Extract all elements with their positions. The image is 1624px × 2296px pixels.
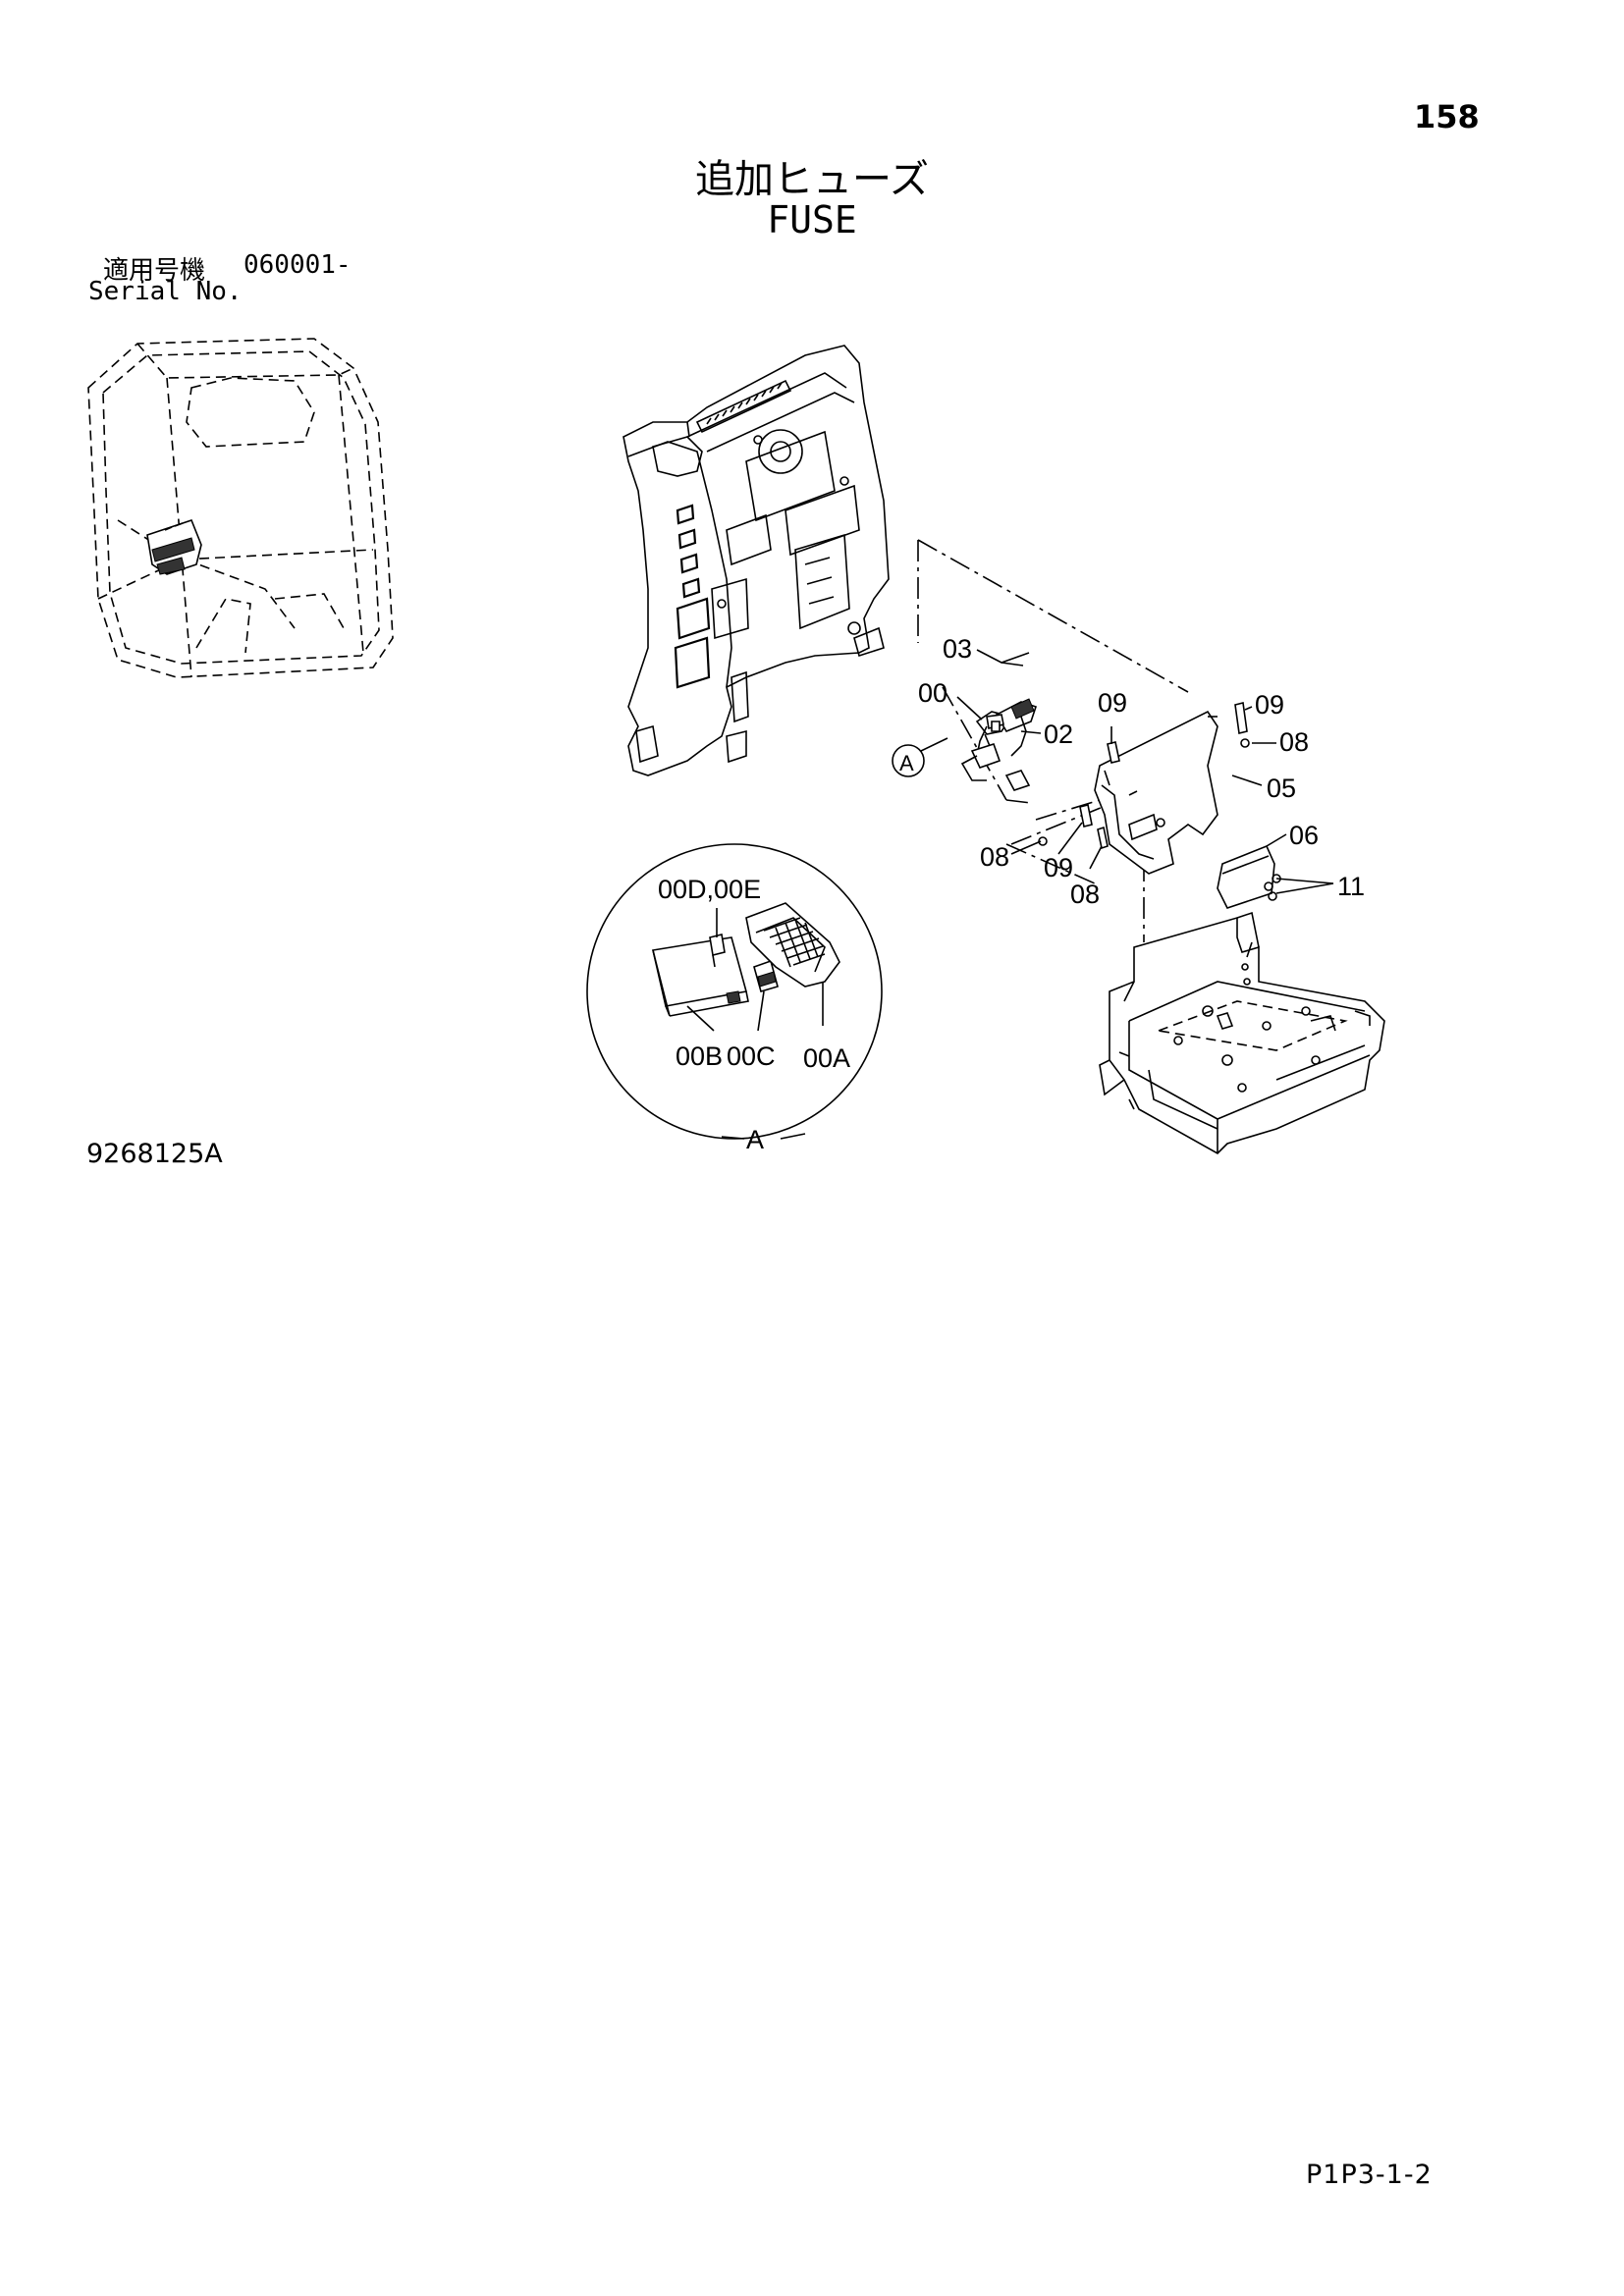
callout-labels: 03 00 02 09 09 08 05 06 08 09 08 11 00D,… [658,634,1365,1154]
bracket-05-drawing [1038,702,1250,875]
callout-09-top: 09 [1098,688,1127,718]
callout-00b: 00B [676,1041,723,1071]
cab-locator-drawing [87,338,394,678]
serial-label-english: Serial No. [88,277,243,306]
page-title-english: FUSE [767,198,857,241]
fuse-harness-drawing [960,698,1038,791]
callout-03: 03 [943,634,972,664]
callout-08-left: 08 [980,842,1009,872]
callout-08-bottom: 08 [1070,880,1100,909]
callout-05: 05 [1267,774,1296,803]
page-code: P1P3-1-2 [1306,2160,1433,2190]
callout-09-right: 09 [1255,690,1284,720]
detail-reference-letter: A [899,751,914,775]
floor-frame-drawing [1099,911,1385,1154]
callout-00c: 00C [727,1041,776,1071]
callout-09-bottom: 09 [1044,853,1073,882]
callout-06: 06 [1289,821,1319,850]
detail-view-label: A [746,1125,764,1154]
callout-00a: 00A [803,1043,850,1073]
callout-00: 00 [918,678,947,708]
cover-06-drawing [1217,844,1281,909]
serial-number-value: 060001- [244,250,352,280]
callout-08-right: 08 [1279,727,1309,757]
page-number: 158 [1414,98,1480,135]
page-title-japanese: 追加ヒューズ [695,157,929,202]
callout-02: 02 [1044,720,1073,749]
leader-lines [920,649,1334,894]
detail-a-view [586,843,883,1140]
detail-a-reference [892,744,925,777]
drawing-code: 9268125A [86,1139,223,1169]
callout-00d-00e: 00D,00E [658,875,761,904]
serial-label-japanese: 適用号機 [103,256,206,286]
callout-11: 11 [1337,872,1365,901]
console-assembly-drawing [623,345,890,776]
